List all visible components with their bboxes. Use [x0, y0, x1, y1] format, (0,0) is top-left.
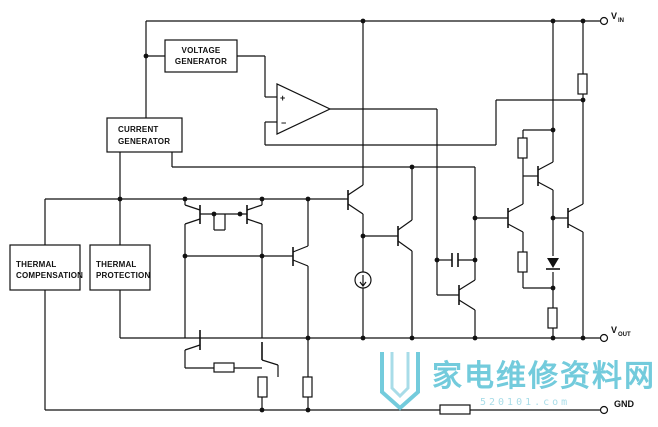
internal-bus — [44, 198, 345, 410]
output-stage — [475, 21, 584, 338]
error-amplifier: + − — [264, 83, 583, 295]
resistor-driver-2 — [517, 251, 528, 273]
opamp-minus-label: − — [281, 118, 286, 128]
voltage-generator-block: VOLTAGE GENERATOR — [164, 39, 238, 73]
gnd-label: GND — [614, 399, 635, 409]
junction-dots — [117, 18, 586, 413]
voltage-generator-line1: VOLTAGE — [182, 46, 221, 55]
compensation-capacitor — [437, 253, 475, 267]
vout-sub: OUT — [618, 332, 631, 338]
watermark-url: 520101.com — [480, 397, 570, 408]
vin-sub: IN — [618, 18, 624, 24]
watermark-logo — [380, 352, 420, 411]
vin-label: V — [611, 11, 617, 21]
current-source-icon — [354, 271, 372, 289]
driver-transistors — [345, 21, 413, 338]
watermark-text: 家电维修资料网 — [432, 359, 656, 394]
thermal-protection-block: THERMAL PROTECTION — [89, 244, 151, 291]
gnd-pin: GND — [599, 399, 635, 415]
thermal-protection-line2: PROTECTION — [96, 271, 150, 280]
current-mirror — [184, 199, 309, 377]
current-generator-block: CURRENT GENERATOR — [106, 117, 183, 153]
opamp-plus-label: + — [280, 93, 285, 103]
vout-label: V — [611, 325, 617, 335]
resistor-output-top — [577, 73, 588, 95]
resistor-output-bottom — [547, 307, 558, 329]
vout-pin: V OUT — [599, 325, 631, 343]
watermark: 家电维修资料网 520101.com — [380, 352, 656, 411]
thermal-protection-line1: THERMAL — [96, 260, 137, 269]
vin-rail — [145, 20, 600, 118]
thermal-compensation-block: THERMAL COMPENSATION — [9, 244, 83, 291]
thermal-compensation-line1: THERMAL — [16, 260, 57, 269]
current-generator-line2: GENERATOR — [118, 137, 170, 146]
diode-icon — [546, 258, 560, 270]
compensation-transistor — [437, 218, 476, 338]
resistor-sense-1 — [257, 376, 268, 410]
current-generator-line1: CURRENT — [118, 125, 159, 134]
resistor-sense-2 — [302, 338, 313, 410]
thermal-compensation-line2: COMPENSATION — [16, 271, 83, 280]
voltage-generator-line2: GENERATOR — [175, 57, 227, 66]
vin-pin: V IN — [599, 11, 624, 26]
resistor-bias — [213, 362, 235, 373]
resistor-ground — [439, 404, 471, 415]
resistor-driver-1 — [517, 137, 528, 159]
